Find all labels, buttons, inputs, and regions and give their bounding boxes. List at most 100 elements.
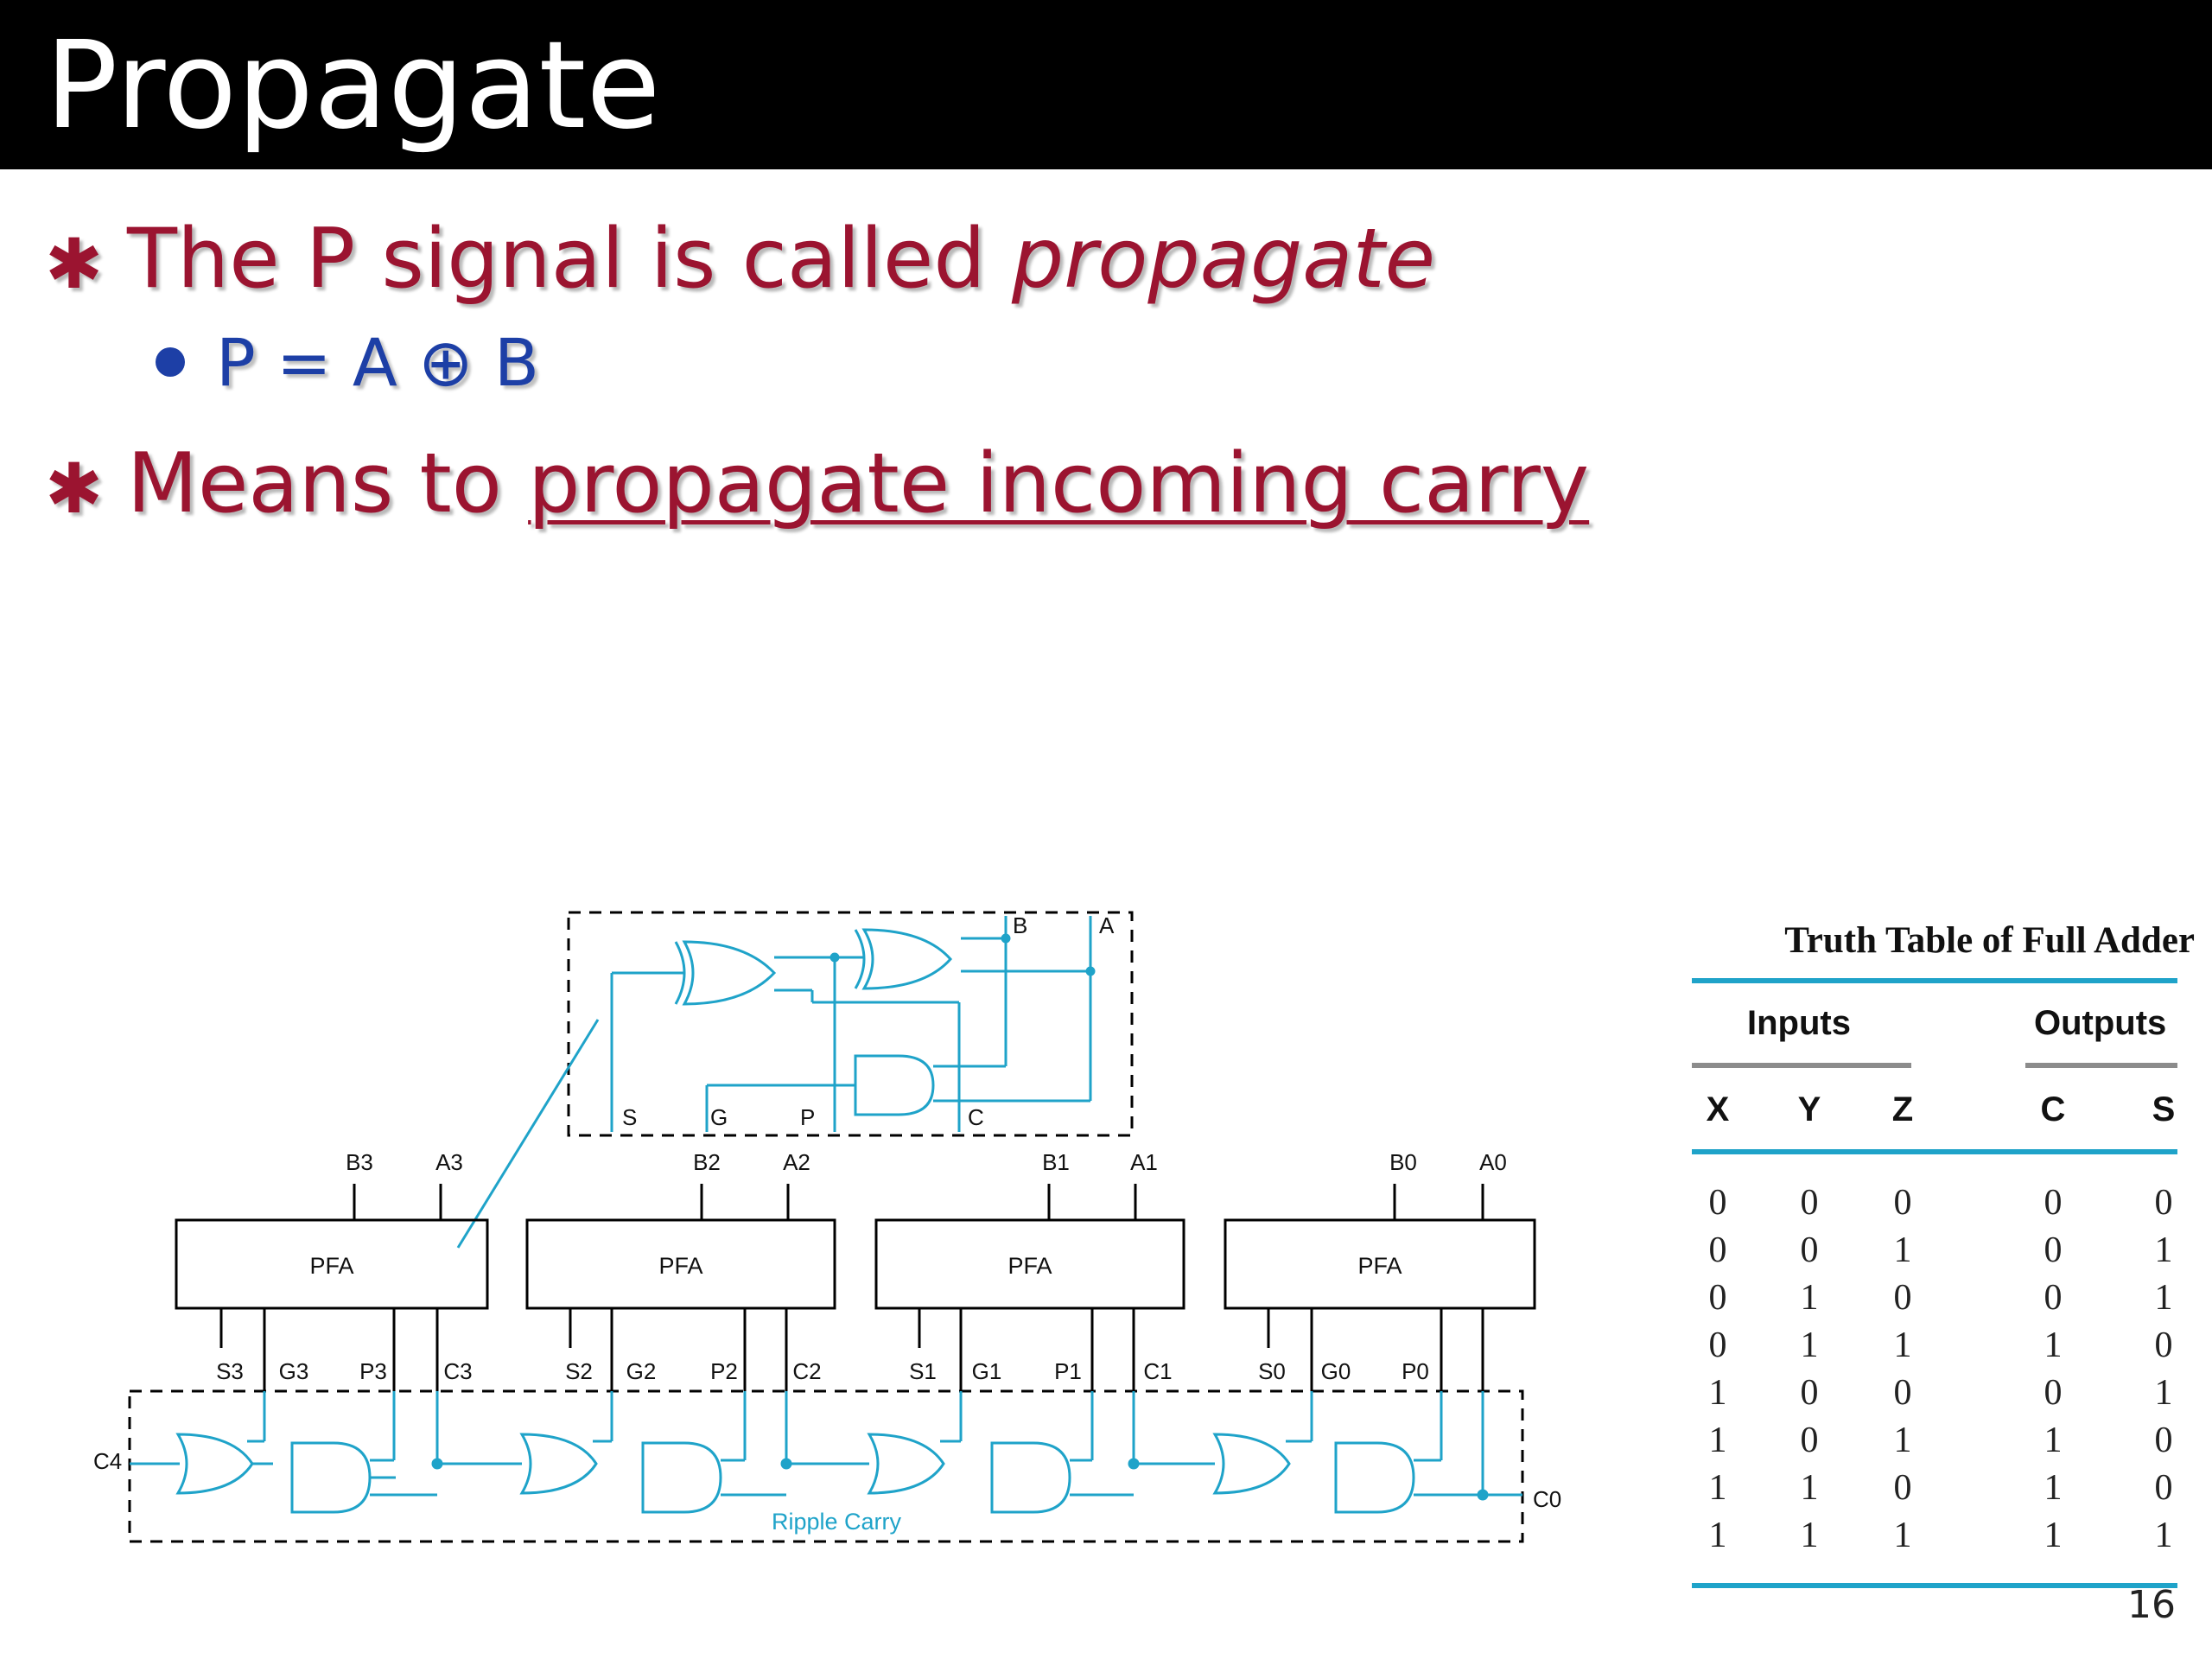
page-number: 16 [2127, 1583, 2176, 1627]
column-header-z: Z [1891, 1090, 1914, 1128]
inputs-rule [1692, 1063, 1911, 1068]
output-label-p1: P1 [1054, 1358, 1082, 1384]
table-cell: 0 [1800, 1230, 1819, 1270]
xor-gate-icon [682, 940, 777, 1006]
output-label-c1: C1 [1143, 1358, 1172, 1384]
carry-out-label: C4 [93, 1448, 122, 1474]
table-cell: 0 [1893, 1468, 1912, 1508]
table-cell: 1 [1800, 1278, 1819, 1318]
pfa-label: PFA [1357, 1253, 1402, 1279]
output-label-s1: S1 [909, 1358, 937, 1384]
pfa-label: PFA [1007, 1253, 1052, 1279]
asterisk-bullet-icon: ✱ [45, 448, 104, 530]
table-cell: 0 [1800, 1373, 1819, 1413]
pfa-block [1224, 1218, 1536, 1310]
output-label-c3: C3 [443, 1358, 472, 1384]
table-cell: 1 [1708, 1373, 1727, 1413]
input-label-b0: B0 [1389, 1149, 1417, 1175]
table-cell: 1 [2044, 1468, 2063, 1508]
output-label-p0: P0 [1402, 1358, 1429, 1384]
or-gate-icon [867, 1433, 945, 1495]
table-cell: 0 [2044, 1230, 2063, 1270]
detail-label-g: G [710, 1104, 728, 1130]
detail-label-c: C [968, 1104, 984, 1130]
pfa-label: PFA [309, 1253, 353, 1279]
table-cell: 0 [1708, 1230, 1727, 1270]
table-cell: 0 [1800, 1183, 1819, 1223]
table-cell: 0 [1893, 1373, 1912, 1413]
inputs-header: Inputs [1747, 1004, 1851, 1042]
bullet-propagate-meaning: ✱ Means to propagate incoming carry [45, 436, 1589, 537]
output-label-s3: S3 [216, 1358, 244, 1384]
table-cell: 1 [2044, 1421, 2063, 1460]
output-label-g2: G2 [626, 1358, 657, 1384]
table-bottom-rule [1692, 1583, 2177, 1588]
dot-bullet-icon [156, 347, 185, 377]
and-gate-icon [641, 1441, 722, 1514]
table-cell: 0 [2154, 1468, 2173, 1508]
table-cell: 0 [1893, 1183, 1912, 1223]
and-gate-icon [1334, 1441, 1415, 1514]
carry-in-label: C0 [1533, 1486, 1561, 1512]
output-label-p2: P2 [710, 1358, 738, 1384]
table-cell: 0 [2154, 1183, 2173, 1223]
output-label-g3: G3 [279, 1358, 309, 1384]
table-cell: 1 [2154, 1373, 2173, 1413]
table-cell: 1 [2044, 1325, 2063, 1365]
table-cell: 1 [1800, 1468, 1819, 1508]
output-label-g0: G0 [1321, 1358, 1351, 1384]
table-cell: 1 [1708, 1516, 1727, 1555]
input-label-a2: A2 [783, 1149, 810, 1175]
table-cell: 1 [1708, 1468, 1727, 1508]
table-cell: 1 [2044, 1516, 2063, 1555]
slide-title: Propagate [45, 16, 661, 156]
detail-label-a: A [1099, 912, 1115, 938]
table-cell: 1 [1893, 1325, 1912, 1365]
or-gate-icon [175, 1433, 254, 1495]
input-label-a3: A3 [435, 1149, 463, 1175]
table-cell: 0 [2154, 1421, 2173, 1460]
table-cell: 1 [1708, 1421, 1727, 1460]
outputs-header: Outputs [2034, 1004, 2167, 1042]
output-label-g1: G1 [972, 1358, 1002, 1384]
pfa-label: PFA [658, 1253, 702, 1279]
truth-table-title: Truth Table of Full Adder [1784, 920, 2195, 961]
detail-label-p: P [800, 1104, 815, 1130]
zoom-pointer-line [456, 1019, 600, 1249]
input-label-b2: B2 [693, 1149, 721, 1175]
bullet-text: Means to [127, 436, 529, 531]
input-label-b3: B3 [346, 1149, 373, 1175]
table-cell: 0 [1800, 1421, 1819, 1460]
table-cell: 1 [2154, 1230, 2173, 1270]
table-top-rule [1692, 978, 2177, 983]
detail-label-b: B [1013, 912, 1027, 938]
table-cell: 0 [2044, 1183, 2063, 1223]
table-cell: 0 [1708, 1325, 1727, 1365]
pfa-block [175, 1218, 489, 1310]
and-gate-icon [290, 1441, 372, 1514]
table-cell: 0 [1708, 1183, 1727, 1223]
output-label-p3: P3 [359, 1358, 387, 1384]
formula-text: P = A ⊕ B [216, 324, 539, 401]
or-gate-icon [519, 1433, 598, 1495]
and-gate-icon [990, 1441, 1071, 1514]
table-cell: 1 [2154, 1278, 2173, 1318]
table-cell: 1 [1800, 1516, 1819, 1555]
input-label-a1: A1 [1130, 1149, 1158, 1175]
table-cell: 1 [2154, 1516, 2173, 1555]
pfa-block [874, 1218, 1185, 1310]
table-cell: 0 [2154, 1325, 2173, 1365]
bullet-underlined: propagate incoming carry [528, 436, 1590, 531]
pfa-detail-box [567, 911, 1134, 1137]
detail-label-s: S [622, 1104, 637, 1130]
table-cell: 0 [1708, 1278, 1727, 1318]
or-gate-icon [1212, 1433, 1291, 1495]
table-cell: 1 [1893, 1421, 1912, 1460]
table-cell: 1 [1893, 1230, 1912, 1270]
output-label-s0: S0 [1258, 1358, 1286, 1384]
table-header-rule [1692, 1149, 2177, 1154]
column-header-s: S [2152, 1090, 2176, 1128]
ripple-carry-label: Ripple Carry [772, 1509, 902, 1535]
output-label-c2: C2 [792, 1358, 821, 1384]
